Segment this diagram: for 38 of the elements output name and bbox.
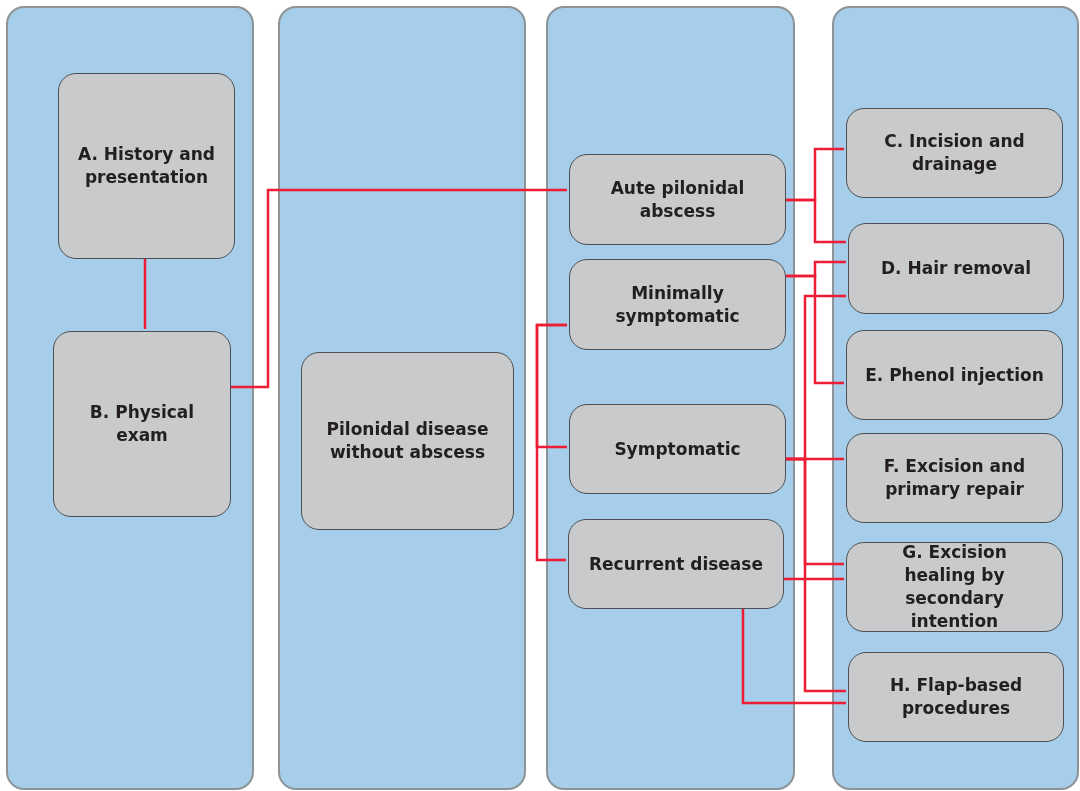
step-label: A. History and presentation	[77, 143, 216, 189]
step-label: Symptomatic	[614, 437, 741, 461]
connector-line	[741, 607, 846, 705]
column-panel	[546, 6, 795, 790]
connector-line	[229, 188, 567, 389]
step-label: F. Excision and primary repair	[882, 455, 1027, 501]
connector-line	[782, 577, 844, 581]
connector-line	[784, 274, 844, 385]
step-box	[568, 519, 784, 609]
step-box	[848, 223, 1064, 314]
step-label: Aute pilonidal abscess	[609, 176, 746, 223]
connector-line	[784, 457, 846, 693]
step-label: Pilonidal disease without abscess	[325, 418, 490, 464]
step-label: Recurrent disease	[589, 552, 763, 576]
step-box	[846, 542, 1063, 632]
step-box	[846, 108, 1063, 198]
column-panel	[6, 6, 254, 790]
step-box	[848, 652, 1064, 742]
step-label: H. Flap-based procedures	[888, 674, 1024, 720]
step-label: Minimally symptomatic	[614, 281, 741, 328]
step-box	[301, 352, 514, 530]
step-box	[846, 330, 1063, 420]
step-box	[569, 404, 786, 494]
step-box	[53, 331, 231, 517]
step-box	[58, 73, 235, 259]
column-panel	[278, 6, 526, 790]
step-label: C. Incision and drainage	[883, 130, 1026, 176]
connector-line	[535, 323, 567, 562]
connector-line	[784, 198, 846, 244]
step-label: B. Physical exam	[88, 401, 196, 447]
connector-line	[143, 257, 147, 329]
column-panel	[832, 6, 1079, 790]
step-box	[846, 433, 1063, 523]
step-box	[569, 259, 786, 350]
step-label: E. Phenol injection	[865, 363, 1044, 387]
step-label: D. Hair removal	[881, 257, 1031, 280]
step-box	[569, 154, 786, 245]
step-label: G. Excision healing by secondary intention	[901, 541, 1008, 633]
